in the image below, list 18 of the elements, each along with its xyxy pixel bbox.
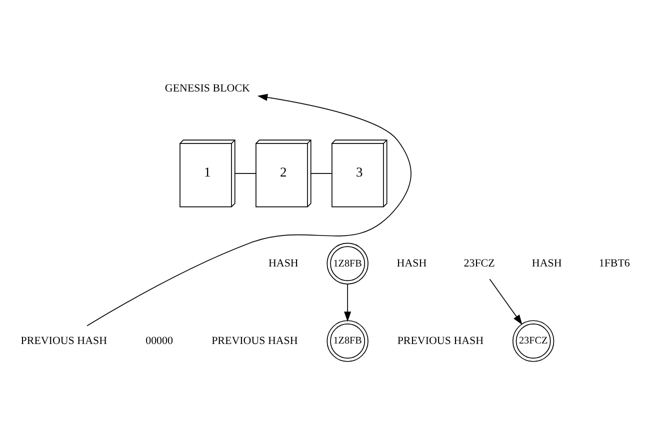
arrow [489,278,522,324]
connector [234,172,256,174]
node-text: PREVIOUS HASH [20,334,108,346]
label: HASH [268,257,298,270]
label: HASH [532,257,562,270]
connector [310,172,332,174]
label: 00000 [146,334,174,346]
label: HASH [396,257,427,270]
arrow [344,283,352,322]
label: PREVIOUS HASH [212,334,298,346]
label: PREVIOUS HASH [397,334,484,346]
node-circle: 1Z8FB [326,242,368,284]
node-circle: 23FCZ [512,320,554,362]
label: 1FBT6 [598,257,630,270]
node-circle: 1Z8FB [326,320,368,362]
arrow [86,93,412,326]
node-text: GENESIS BLOCK [164,82,250,94]
node-text: 23FCZ [464,257,495,270]
